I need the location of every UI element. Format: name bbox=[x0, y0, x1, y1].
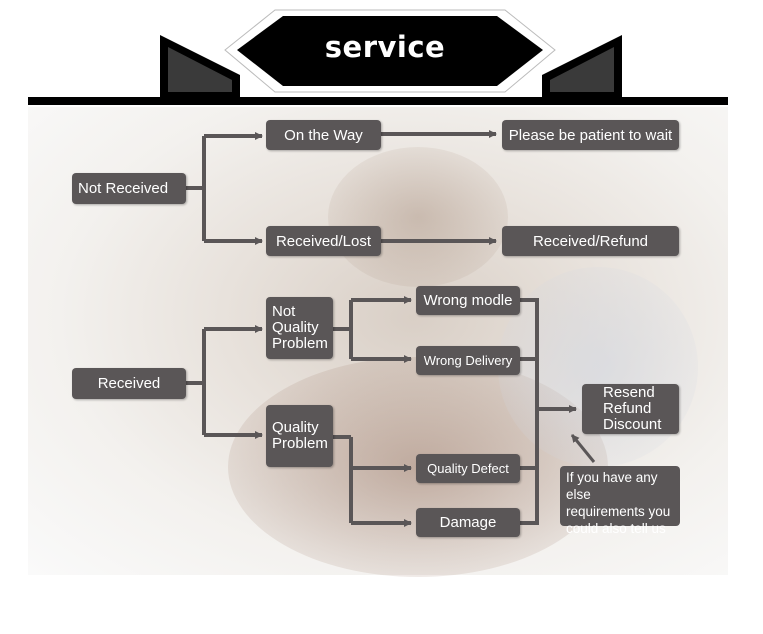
node-quality-problem: Quality Problem bbox=[266, 405, 333, 467]
node-please-wait: Please be patient to wait bbox=[502, 120, 679, 150]
node-damage: Damage bbox=[416, 508, 520, 537]
node-received-refund: Received/Refund bbox=[502, 226, 679, 256]
header-left-wing-inner bbox=[168, 47, 232, 92]
header-right-wing-inner bbox=[550, 47, 614, 92]
node-received-lost: Received/Lost bbox=[266, 226, 381, 256]
arrow bbox=[570, 434, 596, 463]
node-on-the-way: On the Way bbox=[266, 120, 381, 150]
header-hexagon bbox=[237, 16, 543, 86]
note-box: If you have any else requirements you co… bbox=[560, 466, 680, 536]
node-not-quality-problem: Not Quality Problem bbox=[266, 297, 333, 359]
header-bar bbox=[28, 97, 728, 105]
node-outcomes: Resend Refund Discount bbox=[582, 384, 679, 434]
node-wrong-delivery: Wrong Delivery bbox=[416, 346, 520, 375]
background-blob bbox=[328, 147, 508, 287]
page-title: service bbox=[324, 30, 446, 64]
node-quality-defect: Quality Defect bbox=[416, 454, 520, 483]
node-not-received: Not Received bbox=[72, 173, 186, 204]
node-received: Received bbox=[72, 368, 186, 399]
node-wrong-modle: Wrong modle bbox=[416, 286, 520, 315]
background-photo bbox=[28, 107, 728, 577]
